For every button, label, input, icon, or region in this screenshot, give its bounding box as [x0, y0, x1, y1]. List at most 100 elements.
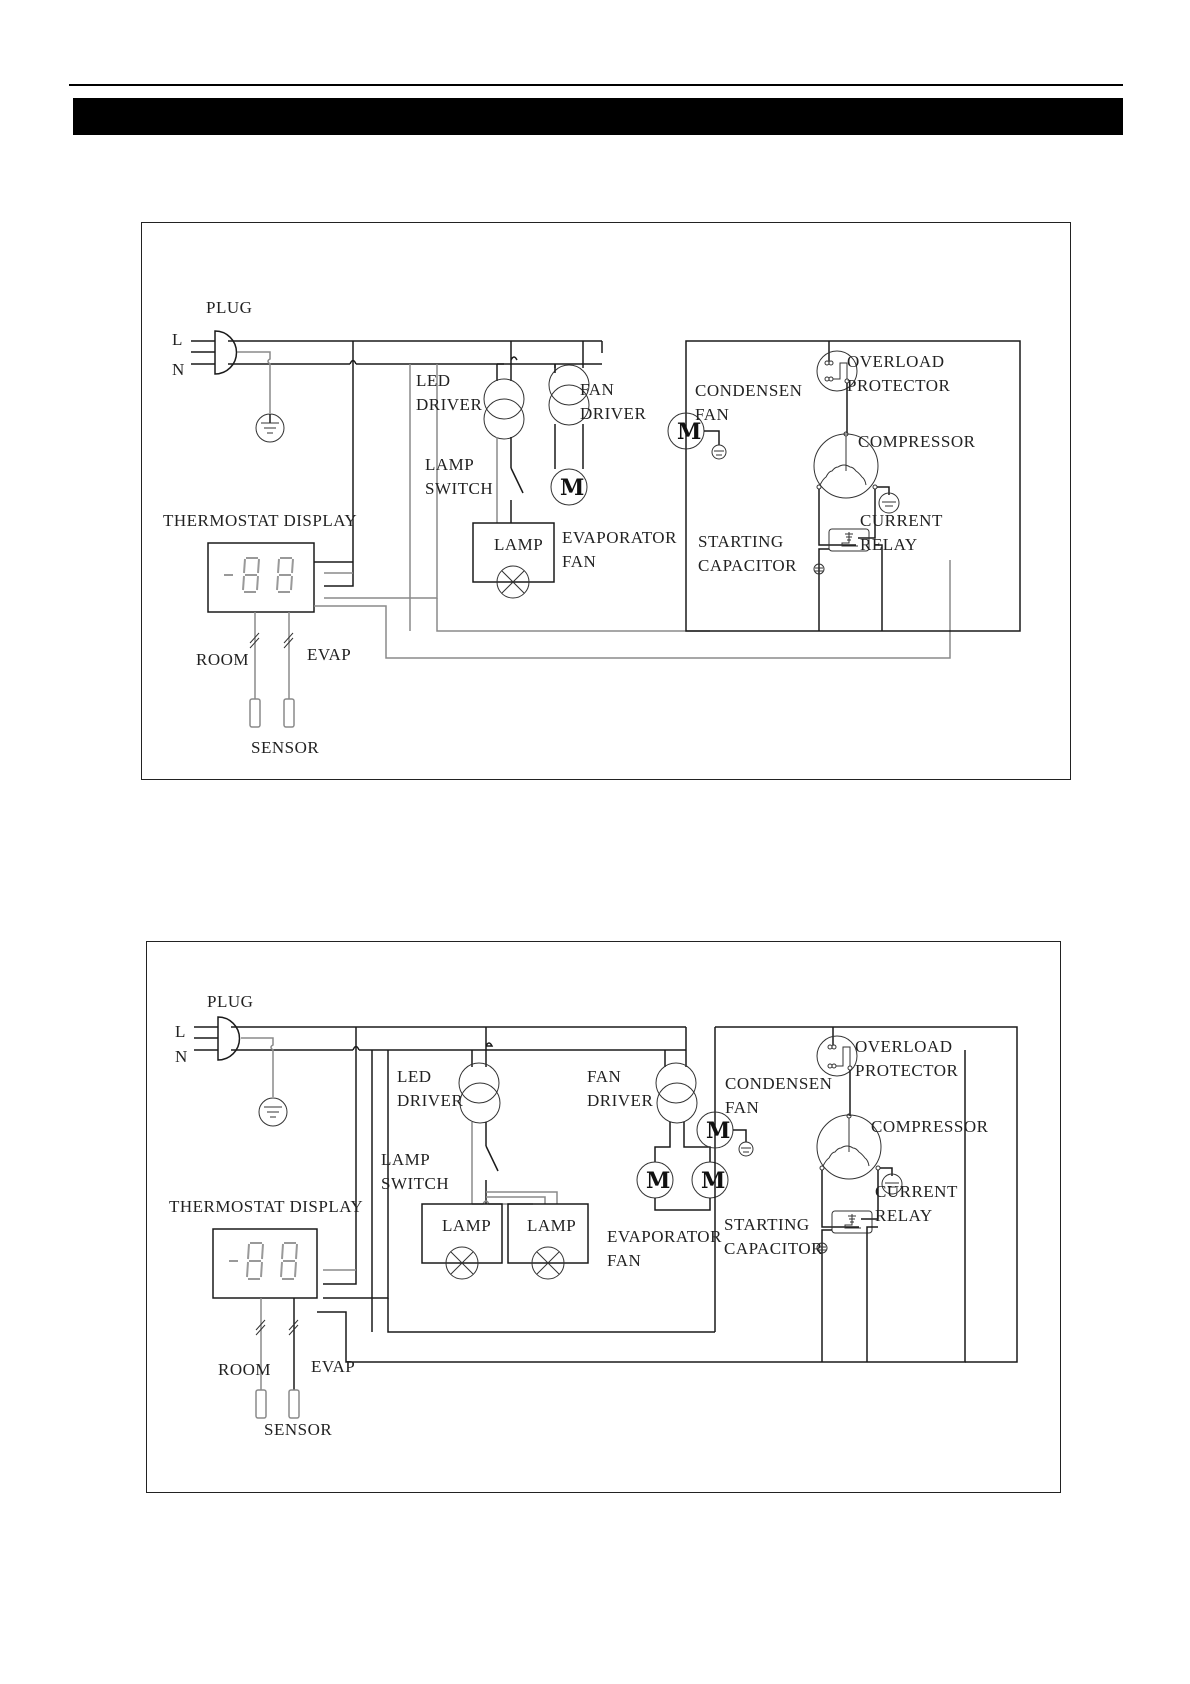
neutral-label: N	[175, 1047, 188, 1066]
fan-driver-transformer-icon	[655, 1062, 698, 1124]
led-driver-label-2: DRIVER	[416, 395, 482, 414]
wire	[818, 548, 829, 631]
lamp-switch-label: LAMP	[381, 1150, 430, 1169]
sensor-label: SENSOR	[251, 738, 319, 757]
motor-label: M	[646, 1168, 671, 1194]
current-relay-label-2: RELAY	[875, 1206, 933, 1225]
wire	[875, 544, 883, 631]
lamp-switch-icon[interactable]	[485, 1145, 499, 1172]
wire	[510, 341, 518, 361]
overload-protector-icon	[816, 350, 858, 392]
condenser-fan-motor-icon: M	[696, 1111, 734, 1149]
evaporator-fan-label-2: FAN	[607, 1251, 641, 1270]
wire	[877, 486, 890, 495]
wire	[733, 1129, 747, 1142]
wiring-diagram-2-svg: PLUG L N THERMOSTAT DISPLAY ROOM EVAP SE…	[169, 992, 1018, 1439]
fan-driver-label: FAN	[587, 1067, 621, 1086]
ground-icon	[258, 1097, 288, 1127]
thermostat-display	[207, 542, 315, 613]
plug-icon	[191, 330, 238, 375]
starting-capacitor-label: STARTING	[698, 532, 784, 551]
sensor-label: SENSOR	[264, 1420, 332, 1439]
wire	[818, 489, 876, 546]
break-mark	[255, 1319, 266, 1336]
wiring-diagram-2: PLUG L N THERMOSTAT DISPLAY ROOM EVAP SE…	[146, 941, 1061, 1493]
thermostat-label: THERMOSTAT DISPLAY	[169, 1197, 363, 1216]
thermostat-display	[212, 1228, 318, 1299]
ground-wire	[237, 351, 271, 413]
lamp-a-label: LAMP	[442, 1216, 491, 1235]
plug-icon	[194, 1016, 241, 1061]
section-title-bar	[73, 98, 1123, 135]
evap-label: EVAP	[311, 1357, 355, 1376]
lamp-label: LAMP	[494, 535, 543, 554]
wire	[472, 1196, 546, 1205]
lamp-switch-icon[interactable]	[510, 467, 524, 494]
condensen-fan-label: CONDENSEN	[725, 1074, 832, 1093]
starting-capacitor-label: STARTING	[724, 1215, 810, 1234]
led-driver-transformer-icon	[458, 1062, 501, 1124]
overload-label: OVERLOAD	[847, 352, 945, 371]
motor-label: M	[701, 1168, 726, 1194]
seven-segment-display-icon	[229, 1242, 298, 1280]
fan-driver-label-2: DRIVER	[580, 404, 646, 423]
seven-segment-display-icon	[224, 557, 294, 593]
lamp-switch-label: LAMP	[425, 455, 474, 474]
break-mark	[283, 632, 294, 649]
current-relay-label: CURRENT	[860, 511, 943, 530]
compressor-label: COMPRESSOR	[858, 432, 976, 451]
neutral-bottom-rail	[387, 1298, 715, 1333]
starting-capacitor-label-2: CAPACITOR	[724, 1239, 823, 1258]
wire	[654, 1198, 711, 1211]
room-sensor-icon	[255, 1389, 267, 1419]
current-relay-icon	[831, 1210, 873, 1234]
ground-icon	[738, 1141, 754, 1157]
lamp-icon	[496, 565, 530, 599]
live-to-thermostat	[324, 341, 354, 587]
compressor-section	[685, 340, 1021, 632]
lamp-a-icon	[445, 1246, 479, 1280]
wiring-diagram-1: PLUG L N THERMOSTAT DISPLAY ROOM EVAP SE	[141, 222, 1071, 780]
ground-icon	[711, 444, 727, 460]
fan-driver-label-2: DRIVER	[587, 1091, 653, 1110]
line-label: L	[172, 330, 183, 349]
wire	[486, 1191, 558, 1204]
wire	[654, 1122, 711, 1162]
evap-sensor-icon	[288, 1389, 300, 1419]
current-relay-icon	[828, 528, 870, 552]
lamp-b-icon	[531, 1246, 565, 1280]
ground-icon	[878, 492, 900, 514]
condensen-fan-label-2: FAN	[725, 1098, 759, 1117]
wire	[821, 1226, 878, 1362]
overload-label-2: PROTECTOR	[847, 376, 951, 395]
wiring-diagram-1-svg: PLUG L N THERMOSTAT DISPLAY ROOM EVAP SE	[163, 298, 1021, 757]
starting-capacitor-icon	[813, 563, 825, 575]
lamp-switch-label-2: SWITCH	[425, 479, 493, 498]
evaporator-fan-label: EVAPORATOR	[607, 1227, 722, 1246]
overload-label: OVERLOAD	[855, 1037, 953, 1056]
fan-driver-transformer-icon	[548, 364, 590, 426]
compressor-section	[714, 1026, 1018, 1363]
led-driver-label: LED	[416, 371, 451, 390]
wire	[821, 1170, 879, 1228]
thermostat-label: THERMOSTAT DISPLAY	[163, 511, 357, 530]
thermostat-to-compressor	[314, 560, 951, 659]
room-label: ROOM	[218, 1360, 271, 1379]
motor-label: M	[706, 1118, 731, 1144]
break-mark	[249, 632, 260, 649]
overload-protector-icon	[816, 1035, 858, 1077]
wire	[880, 1167, 893, 1176]
plug-label: PLUG	[206, 298, 252, 317]
current-relay-label: CURRENT	[875, 1182, 958, 1201]
thermostat-to-compressor	[317, 1050, 966, 1363]
neutral-bottom-rail	[436, 598, 710, 632]
ground-icon	[881, 1173, 903, 1195]
evaporator-fan-label: EVAPORATOR	[562, 528, 677, 547]
neutral-label: N	[172, 360, 185, 379]
evaporator-fan-motor-icon: M	[550, 468, 588, 506]
ground-icon	[255, 413, 285, 443]
condensen-fan-label: CONDENSEN	[695, 381, 802, 400]
break-mark	[288, 1319, 299, 1336]
evap-label: EVAP	[307, 645, 351, 664]
evaporator-fan-motor-a-icon: M	[636, 1161, 674, 1199]
